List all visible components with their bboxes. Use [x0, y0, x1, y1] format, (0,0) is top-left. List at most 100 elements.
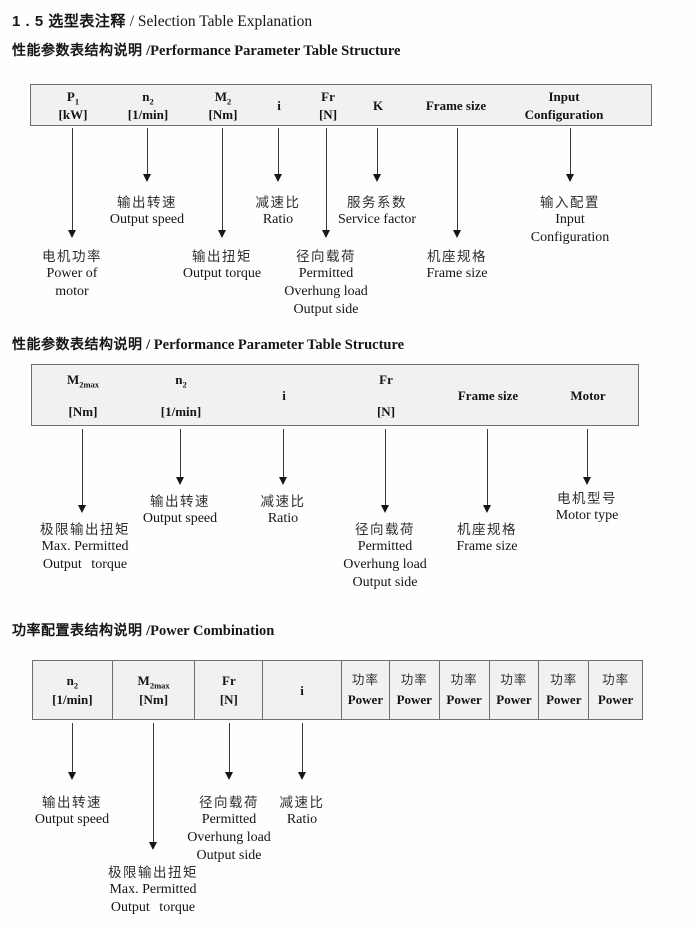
s2-arrow-motor	[583, 429, 591, 485]
arrow-stem	[277, 128, 279, 174]
arrow-stem	[282, 429, 284, 477]
label-ratio: 减速比 Ratio	[260, 494, 306, 526]
arrow-down-icon	[483, 505, 491, 513]
s1-arrow-fr	[322, 128, 330, 238]
arrow-down-icon	[381, 505, 389, 513]
section1-heading-en: /Performance Parameter Table Structure	[142, 43, 401, 59]
label-frame-size: 机座规格 Frame size	[426, 249, 488, 281]
column-header-motor: Motor	[570, 388, 606, 403]
t3-column-power: 功率 Power	[490, 661, 540, 719]
column-header-frame-size: Frame size	[425, 98, 487, 113]
s1-arrow-i	[274, 128, 282, 182]
column-header-frame-size: Frame size	[457, 388, 519, 403]
column-header-k: K	[372, 98, 384, 113]
performance-table-2: M2max [Nm] n2 [1/min] i Fr [N] Frame siz…	[31, 364, 639, 426]
column-header-n2: n2 [1/min]	[127, 89, 169, 122]
arrow-stem	[146, 128, 148, 174]
arrow-down-icon	[566, 174, 574, 182]
column-header-m2max: M2max	[66, 372, 100, 390]
label-power-of-motor: 电机功率 Power of motor	[42, 249, 102, 299]
section3-heading: 功率配置表结构说明 /Power Combination	[12, 620, 274, 640]
page-title-en: / Selection Table Explanation	[125, 13, 313, 30]
arrow-down-icon	[453, 230, 461, 238]
arrow-stem	[81, 429, 83, 505]
power-combination-table: n2 [1/min] M2max [Nm] Fr [N] i 功率 Power …	[32, 660, 643, 720]
s3-arrow-m2max	[149, 723, 157, 850]
section3-heading-en: /Power Combination	[142, 623, 275, 639]
t3-column-power: 功率 Power	[390, 661, 440, 719]
t3-column-fr: Fr [N]	[195, 661, 264, 719]
arrow-stem	[456, 128, 458, 230]
arrow-down-icon	[149, 842, 157, 850]
column-header-p1: P1 [kW]	[58, 89, 88, 122]
s2-arrow-fr	[381, 429, 389, 513]
arrow-down-icon	[279, 477, 287, 485]
arrow-stem	[71, 723, 73, 772]
s3-arrow-i	[298, 723, 306, 780]
label-output-speed: 输出转速 Output speed	[109, 195, 185, 227]
arrow-down-icon	[373, 174, 381, 182]
s1-arrow-p1	[68, 128, 76, 238]
t3-column-power: 功率 Power	[440, 661, 490, 719]
column-unit-m2max: [Nm]	[68, 404, 98, 419]
s2-arrow-n2	[176, 429, 184, 485]
t3-column-i: i	[263, 661, 342, 719]
label-overhung-load: 径向载荷 Permitted Overhung load Output side	[187, 795, 271, 863]
arrow-down-icon	[298, 772, 306, 780]
arrow-stem	[71, 128, 73, 230]
arrow-stem	[325, 128, 327, 230]
t3-column-power: 功率 Power	[539, 661, 590, 719]
section3-heading-cn: 功率配置表结构说明	[12, 622, 143, 638]
performance-table-1: P1 [kW] n2 [1/min] M2 [Nm] i Fr [N] K Fr…	[30, 84, 652, 126]
column-header-fr: Fr	[379, 372, 393, 387]
label-output-torque: 输出扭矩 Output torque	[182, 249, 262, 281]
label-motor-type: 电机型号 Motor type	[555, 491, 619, 523]
label-max-permitted-output-torque: 极限输出扭矩 Max. Permitted Output torque	[40, 522, 130, 572]
arrow-down-icon	[68, 772, 76, 780]
t3-column-m2max: M2max [Nm]	[113, 661, 196, 719]
section1-heading: 性能参数表结构说明 /Performance Parameter Table S…	[12, 40, 400, 60]
page-title-cn: 1 . 5 选型表注释	[12, 13, 126, 30]
s2-arrow-frame-size	[483, 429, 491, 513]
arrow-stem	[376, 128, 378, 174]
arrow-down-icon	[218, 230, 226, 238]
s1-arrow-frame-size	[453, 128, 461, 238]
column-header-m2: M2 [Nm]	[208, 89, 238, 122]
column-header-i: i	[282, 388, 286, 403]
arrow-down-icon	[68, 230, 76, 238]
arrow-down-icon	[274, 174, 282, 182]
arrow-stem	[221, 128, 223, 230]
arrow-stem	[228, 723, 230, 772]
column-header-n2: n2	[175, 372, 187, 390]
arrow-down-icon	[78, 505, 86, 513]
page-title: 1 . 5 选型表注释 / Selection Table Explanatio…	[12, 10, 312, 31]
s1-arrow-n2	[143, 128, 151, 182]
t3-column-power: 功率 Power	[342, 661, 390, 719]
label-max-permitted-output-torque: 极限输出扭矩 Max. Permitted Output torque	[108, 865, 198, 915]
label-frame-size: 机座规格 Frame size	[456, 522, 518, 554]
arrow-stem	[586, 429, 588, 477]
column-header-fr: Fr [N]	[318, 89, 338, 122]
arrow-down-icon	[225, 772, 233, 780]
arrow-stem	[301, 723, 303, 772]
column-unit-fr: [N]	[376, 404, 396, 419]
label-output-speed: 输出转速 Output speed	[34, 795, 110, 827]
label-ratio: 减速比 Ratio	[255, 195, 301, 227]
section2-heading-cn: 性能参数表结构说明	[12, 336, 143, 352]
column-header-i: i	[277, 98, 281, 113]
label-input-configuration: 输入配置 Input Configuration	[530, 195, 610, 245]
label-overhung-load: 径向载荷 Permitted Overhung load Output side	[343, 522, 427, 590]
label-ratio: 减速比 Ratio	[279, 795, 325, 827]
label-output-speed: 输出转速 Output speed	[142, 494, 218, 526]
arrow-stem	[179, 429, 181, 477]
column-header-input-configuration: Input Configuration	[524, 89, 604, 122]
section1-heading-cn: 性能参数表结构说明	[12, 42, 143, 58]
s2-arrow-i	[279, 429, 287, 485]
arrow-down-icon	[583, 477, 591, 485]
s1-arrow-m2	[218, 128, 226, 238]
t3-column-n2: n2 [1/min]	[33, 661, 113, 719]
t3-column-power: 功率 Power	[597, 673, 634, 707]
s1-arrow-input	[566, 128, 574, 182]
arrow-down-icon	[143, 174, 151, 182]
